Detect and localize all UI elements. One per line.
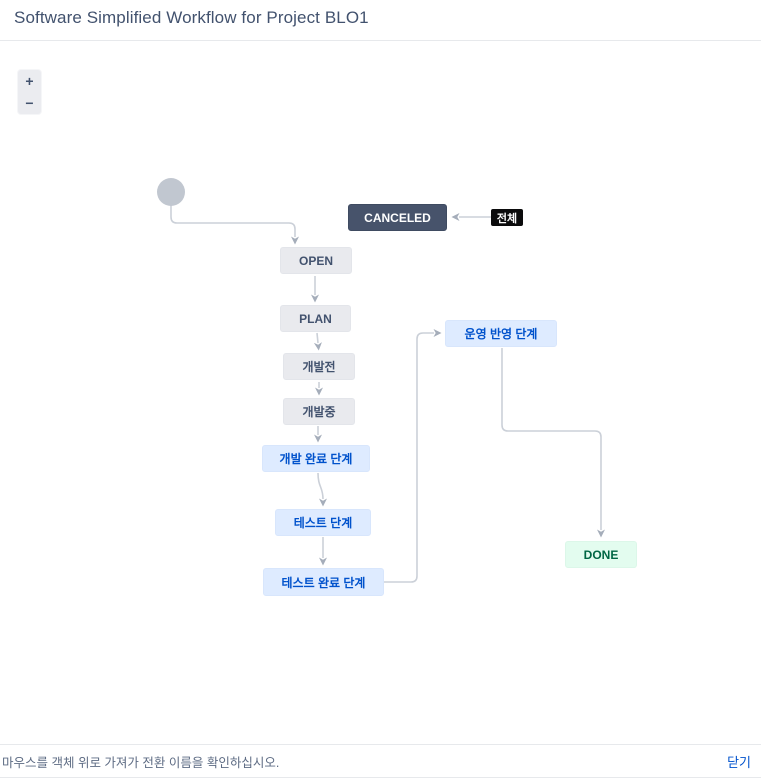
status-node-ops-apply[interactable]: 운영 반영 단계 bbox=[445, 320, 557, 347]
zoom-in-button[interactable]: + bbox=[18, 70, 41, 92]
status-node-open[interactable]: OPEN bbox=[280, 247, 352, 274]
status-node-in-dev[interactable]: 개발중 bbox=[283, 398, 355, 425]
status-node-dev-complete[interactable]: 개발 완료 단계 bbox=[262, 445, 370, 472]
dialog-header: Software Simplified Workflow for Project… bbox=[0, 0, 761, 41]
status-node-canceled[interactable]: CANCELED bbox=[348, 204, 447, 231]
hover-hint-text: 마우스를 객체 위로 가져가 전환 이름을 확인하십시오. bbox=[2, 755, 280, 770]
edge-plan-to-predev bbox=[313, 332, 322, 351]
edge-testcomplete-to-opsapply bbox=[384, 329, 442, 583]
page-title: Software Simplified Workflow for Project… bbox=[14, 8, 369, 27]
workflow-canvas: + − CANCELED 전체 OPEN PLAN 개발전 개발중 개발 완료 … bbox=[0, 41, 761, 744]
status-node-done[interactable]: DONE bbox=[565, 541, 637, 568]
edge-start-to-open bbox=[170, 205, 299, 245]
status-node-test[interactable]: 테스트 단계 bbox=[275, 509, 371, 536]
status-node-pre-dev[interactable]: 개발전 bbox=[283, 353, 355, 380]
edge-devcomplete-to-test bbox=[317, 472, 327, 507]
close-link[interactable]: 닫기 bbox=[727, 754, 751, 770]
start-node[interactable] bbox=[157, 178, 185, 206]
status-node-plan[interactable]: PLAN bbox=[280, 305, 351, 332]
zoom-controls: + − bbox=[18, 70, 41, 114]
dialog-footer: 마우스를 객체 위로 가져가 전환 이름을 확인하십시오. 닫기 bbox=[0, 744, 761, 778]
edge-opsapply-to-done bbox=[501, 348, 605, 538]
status-node-test-complete[interactable]: 테스트 완료 단계 bbox=[263, 568, 384, 596]
zoom-out-button[interactable]: − bbox=[18, 92, 41, 114]
transition-label-all[interactable]: 전체 bbox=[491, 209, 523, 226]
